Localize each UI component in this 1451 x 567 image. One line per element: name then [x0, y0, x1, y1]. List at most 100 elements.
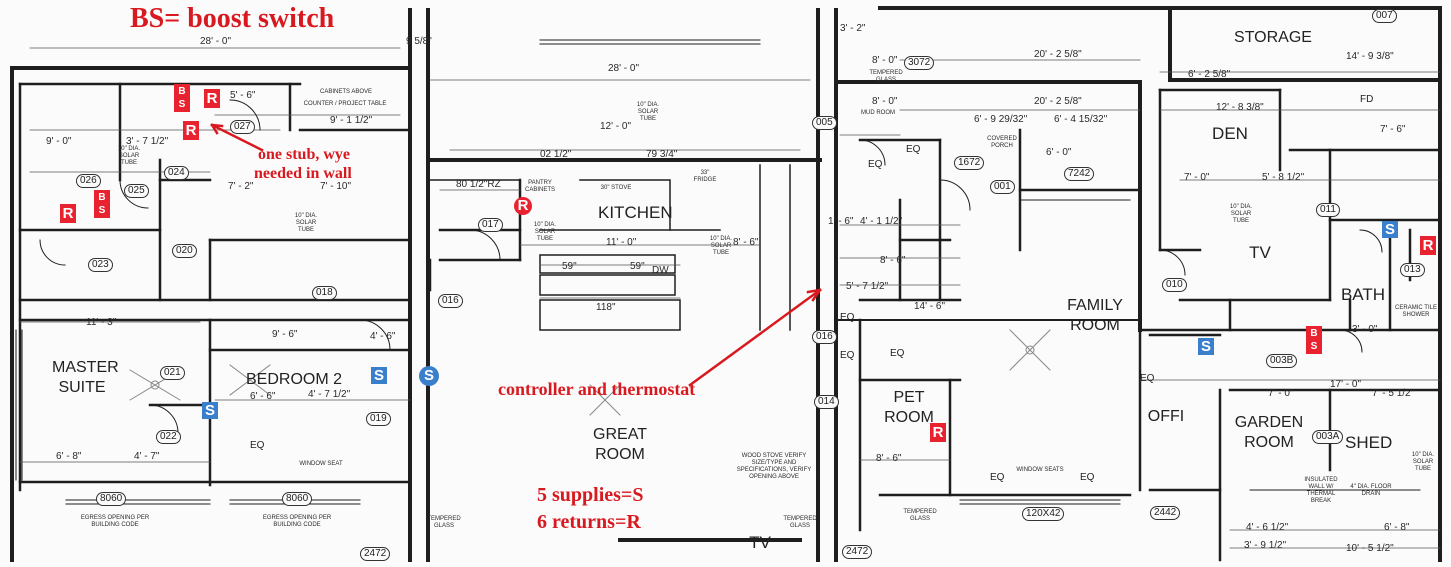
return-marker: R	[183, 121, 199, 140]
supplies-count-note: 5 supplies=S	[537, 484, 644, 506]
note-counter: COUNTER / PROJECT TABLE	[303, 101, 387, 107]
room-great-room: GREAT ROOM	[593, 426, 647, 463]
dimension-label: 5' - 8 1/2"	[1262, 172, 1305, 183]
dimension-label: 6' - 0"	[1046, 147, 1072, 158]
note-pantry: PANTRY CABINETS	[524, 180, 555, 193]
note-tempered-glass: TEMPERED GLASS	[427, 516, 461, 529]
boost-switch-letter-s: S	[178, 99, 186, 110]
dimension-label: 7' - 5 1/2"	[1372, 388, 1415, 399]
door-tag: 018	[312, 286, 337, 300]
note-mud-room: MUD ROOM	[861, 110, 895, 116]
dimension-label: 6' - 6"	[250, 391, 276, 402]
door-tag: 022	[156, 430, 181, 444]
exterior-walls	[10, 6, 1442, 562]
window-tag: 2442	[1150, 506, 1181, 520]
note-tempered-glass: TEMPERED GLASS	[869, 70, 903, 83]
dimension-label: 14' - 6"	[914, 301, 946, 312]
eq-label: EQ	[1140, 373, 1155, 384]
dimension-label: 28' - 0"	[608, 63, 640, 74]
note-solar-tube: 10" DIA. SOLAR TUBE	[1411, 452, 1435, 472]
dimension-label: 7' - 10"	[320, 181, 352, 192]
boost-switch-legend: BS= boost switch	[130, 3, 335, 34]
door-tag: 014	[814, 395, 839, 409]
dimension-label: 8' - 6"	[880, 255, 906, 266]
room-bedroom-2: BEDROOM 2	[245, 371, 342, 388]
ceiling-fans	[129, 329, 1051, 416]
fd-label: FD	[1360, 94, 1374, 105]
door-tag: 013	[1400, 263, 1425, 277]
note-fridge: 33" FRIDGE	[693, 170, 717, 183]
note-covered-porch: COVERED PORCH	[987, 136, 1017, 149]
window-tag: 120X42	[1022, 507, 1065, 521]
dimension-label: 7' - 0"	[1268, 388, 1294, 399]
dimension-label: 3' - 2"	[840, 23, 866, 34]
window-tag: 8060	[96, 492, 127, 506]
note-solar-tube: 10" DIA. SOLAR TUBE	[294, 213, 318, 233]
room-office: OFFI	[1147, 408, 1185, 425]
dimension-label: 5' - 7 1/2"	[846, 281, 889, 292]
room-pet-room: PET ROOM	[884, 389, 934, 426]
supply-marker: S	[1382, 221, 1398, 238]
room-kitchen: KITCHEN	[598, 203, 673, 222]
dimension-label: 4' - 6"	[370, 331, 396, 342]
dimension-label: 17' - 0"	[1330, 379, 1362, 390]
note-insulated-wall: INSULATED WALL W/ THERMAL BREAK	[1304, 477, 1338, 504]
dimension-label: 1' - 6"	[828, 216, 854, 227]
window-tag: 8060	[282, 492, 313, 506]
room-storage: STORAGE	[1234, 29, 1312, 46]
return-marker: R	[204, 89, 220, 108]
door-tag: 016	[438, 294, 463, 308]
return-marker: R	[514, 197, 532, 215]
dimension-label: 8' - 0"	[872, 96, 898, 107]
boost-switch-letter-s: S	[98, 205, 106, 216]
note-solar-tube: 10" DIA. SOLAR TUBE	[709, 236, 733, 256]
supply-marker: S	[1198, 338, 1214, 355]
supply-marker: S	[419, 366, 439, 386]
dimension-label: 3' - 7 1/2"	[126, 136, 169, 147]
dimension-label: 12' - 8 3/8"	[1216, 102, 1264, 113]
return-marker: R	[930, 423, 946, 442]
note-window-seat: WINDOW SEAT	[299, 461, 343, 467]
dimension-label: 4' - 6 1/2"	[1246, 522, 1289, 533]
wye-note-line2: needed in wall	[254, 165, 352, 182]
dimension-label: 10' - 5 1/2"	[1346, 543, 1394, 554]
note-solar-tube: 10" DIA. SOLAR TUBE	[117, 146, 141, 166]
door-tag: 023	[88, 258, 113, 272]
door-tag: 010	[1162, 278, 1187, 292]
dimension-label: 6' - 2 5/8"	[1188, 69, 1231, 80]
door-tag: 011	[1316, 203, 1340, 217]
tv-label-den: TV	[1249, 243, 1271, 262]
door-tag: 024	[164, 166, 189, 180]
dimension-label: 9' - 0"	[46, 136, 72, 147]
note-egress: EGRESS OPENING PER BUILDING CODE	[262, 515, 332, 528]
dimension-label: 80 1/2"RZ	[456, 179, 501, 190]
note-tempered-glass: TEMPERED GLASS	[903, 509, 937, 522]
dimension-label: 6' - 9 29/32"	[974, 114, 1028, 125]
controller-thermostat-note: controller and thermostat	[498, 379, 696, 399]
note-floor-drain: 4" DIA. FLOOR DRAIN	[1350, 484, 1392, 497]
eq-label: EQ	[840, 350, 855, 361]
dimension-label: 11' - 3"	[86, 317, 117, 328]
return-marker: R	[60, 204, 76, 223]
dimension-label: 6' - 8"	[1384, 522, 1410, 533]
window-tag: 2472	[842, 545, 873, 559]
dimension-label: 7' - 6"	[1380, 124, 1406, 135]
dimension-label: 7' - 2"	[228, 181, 254, 192]
note-ceramic-shower: CERAMIC TILE SHOWER	[1395, 305, 1437, 318]
dimension-label: 9' - 6"	[272, 329, 298, 340]
supply-marker: S	[371, 367, 387, 384]
door-tag: 003A	[1312, 430, 1344, 444]
door-tag: 017	[478, 218, 503, 232]
note-solar-tube: 10" DIA. SOLAR TUBE	[1229, 204, 1253, 224]
door-swings	[39, 99, 1383, 434]
dimension-label: 8' - 6"	[733, 237, 759, 248]
dimension-label: 20' - 2 5/8"	[1034, 96, 1082, 107]
wye-note-line1: one stub, wye	[258, 146, 351, 163]
supply-marker: S	[202, 402, 218, 419]
room-shed: SHED	[1345, 433, 1393, 452]
boost-switch-letter-b: B	[1310, 328, 1318, 339]
eq-label: EQ	[868, 159, 883, 170]
